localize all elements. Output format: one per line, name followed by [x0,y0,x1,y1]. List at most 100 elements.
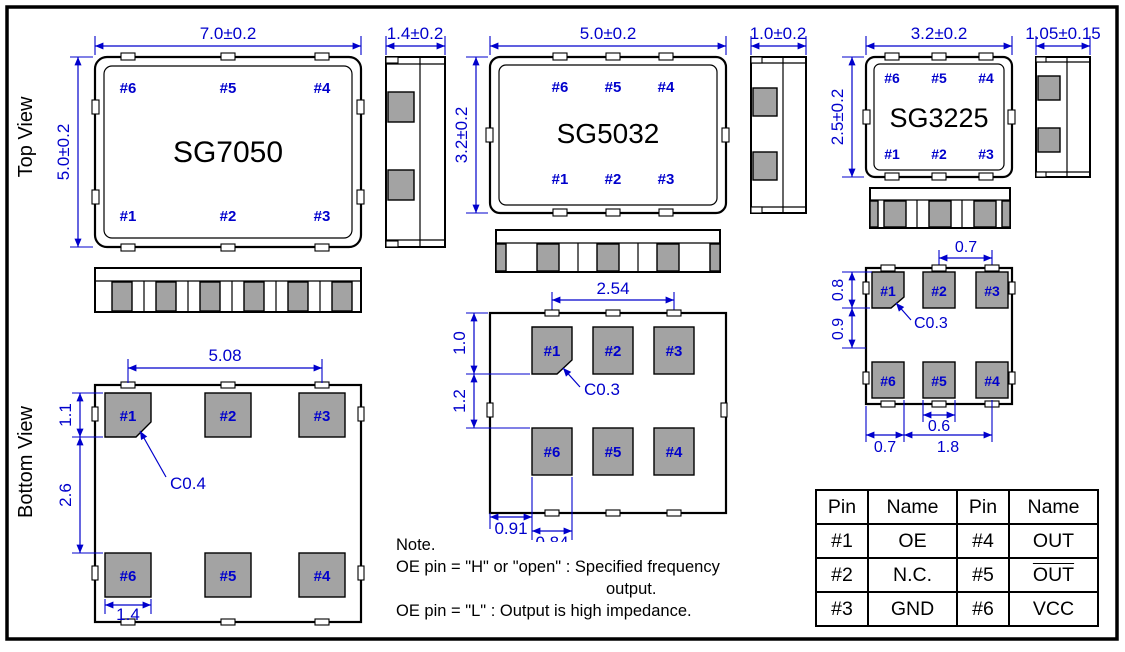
sg5032-pin-4: #4 [658,79,675,96]
table-row: #2 N.C. #5 OUT [815,557,1099,593]
sg5032-pad-label-6: #6 [544,444,561,461]
sg3225-pad-1 [871,271,905,309]
sg5032-thickness-dim-label: 1.0±0.2 [750,24,807,43]
sg7050-pad-pitch-dim: 5.08 [127,346,323,383]
sg5032-pad-pitch-label: 2.54 [596,279,629,298]
sg5032-side-pad [752,87,778,117]
sg3225-top-view: #6 #5 #4 #1 #2 #3 SG3225 3.2±0.2 2.5±0.2 [828,24,1016,181]
sg3225-height-dim: 2.5±0.2 [828,56,864,178]
sg7050-pad-label-3: #3 [314,408,331,425]
sg3225-pad-2 [922,271,956,309]
sg3225-pad-5 [922,361,956,399]
sg5032-pad-label-4: #4 [666,444,683,461]
sg7050-side-body [385,56,446,248]
pin-table-header: Pin [956,489,1010,525]
sg5032-pad-label-1: #1 [544,343,561,360]
sg7050-side-pad [387,169,415,201]
sg5032-bottom-view: 2.54 #1 #2 #3 #6 #5 #4 1.0 [450,279,728,542]
bottom-view-label: Bottom View [15,405,37,517]
sg5032-pad-1 [531,326,573,375]
sg5032-top-view: #6 #5 #4 #1 #2 #3 SG5032 5.0±0.2 3.2±0.2 [452,24,730,217]
sg7050-pad-5 [204,552,252,598]
sg3225-pin-2: #2 [931,146,947,162]
sg7050-pad-label-6: #6 [120,568,137,585]
page-border [5,5,1119,641]
sg3225-bottom-view: 0.7 #1 #2 #3 #6 #5 #4 C0.3 [830,239,1016,456]
sg3225-pad-height-label: 0.8 [830,279,847,301]
sg3225-top-pitch-dim: 0.7 [938,239,993,271]
note: Note. OE pin = "H" or "open" : Specified… [396,534,806,622]
name-cell: OUT [1008,523,1099,559]
sg3225-edge-pads [869,200,1011,228]
sg7050-chamfer-label: C0.4 [170,474,206,493]
sg3225-package-name: SG3225 [889,103,988,133]
sg3225-pin-3: #3 [978,146,994,162]
sg5032-side-view: 1.0±0.2 [750,24,807,214]
sg3225-pad-label-6: #6 [880,373,896,389]
sg3225-thickness-dim-label: 1.05±0.15 [1025,24,1101,43]
sg7050-pin-1: #1 [120,208,137,225]
sg3225-pad-width-label: 0.6 [928,418,950,435]
pin-table-header: Name [867,489,958,525]
sg7050-package-name: SG7050 [173,136,283,169]
name-cell: OE [867,523,958,559]
sg7050-height-dim-label: 5.0±0.2 [54,124,73,181]
sg5032-pad-label-5: #5 [605,444,622,461]
sg7050-bottom-view: #1 #2 #3 #6 #5 #4 5.08 1.1 2.6 C0.4 [56,346,365,626]
sg5032-left-margin-label: 0.91 [494,519,527,538]
sg5032-row-gap-label: 1.2 [450,389,469,413]
pin-cell: #1 [815,523,869,559]
sg5032-chamfer-label: C0.3 [584,380,620,399]
sg7050-pad-label-4: #4 [314,568,331,585]
top-view-label: Top View [15,96,37,177]
sg3225-side-pad [1037,75,1061,101]
sg5032-pad-5 [592,427,634,476]
sg3225-top-pitch-label: 0.7 [955,239,977,256]
name-cell: GND [867,591,958,627]
sg5032-pin-2: #2 [605,171,622,188]
sg3225-row-gap-label: 0.9 [830,318,847,340]
sg3225-edge-notches [862,52,1016,181]
sg7050-pad-1 [104,392,152,438]
sg5032-lid [498,64,718,206]
note-title: Note. [396,536,436,554]
sg5032-pad-pitch-dim: 2.54 [551,279,675,324]
sg5032-pad-4 [653,427,695,476]
sg5032-edge-notches [485,52,730,217]
sg7050-bottom-edge-view [94,267,362,313]
sg3225-pad-6 [871,361,905,399]
sg5032-pad-3 [653,326,695,375]
sg5032-pad-height-dim: 1.0 [450,312,530,375]
sg3225-pad-height-dim: 0.8 [830,271,872,309]
sg7050-top-view: #6 #5 #4 #1 #2 #3 SG7050 7.0±0.2 5.0±0.2 [54,24,365,252]
sg7050-pad-label-1: #1 [120,408,137,425]
sg7050-pad-width-label: 1.4 [116,605,140,624]
sg3225-width-dim-label: 3.2±0.2 [911,24,968,43]
sg7050-row-gap-label: 2.6 [56,483,75,507]
sg5032-pin-1: #1 [552,171,569,188]
sg5032-pin-6: #6 [552,79,569,96]
sg3225-pad-label-2: #2 [931,283,947,299]
sg3225-pad-label-1: #1 [880,283,896,299]
sg7050-pad-label-5: #5 [220,568,237,585]
sg3225-height-dim-label: 2.5±0.2 [828,89,847,146]
sg7050-pad-2 [204,392,252,438]
sg7050-pad-3 [298,392,346,438]
sg7050-width-dim-label: 7.0±0.2 [200,24,257,43]
sg7050-pad-height-dim: 1.1 [56,392,103,438]
sg3225-pad-3 [975,271,1009,309]
sg7050-pad-label-2: #2 [220,408,237,425]
sg3225-pad-label-5: #5 [931,373,947,389]
name-cell: N.C. [867,557,958,593]
sg7050-bottom-notches [91,381,365,626]
sg7050-width-dim: 7.0±0.2 [94,24,362,55]
pin-table-header: Name [1008,489,1099,525]
sg5032-bottom-notches [486,309,728,517]
sg3225-side-view: 1.05±0.15 [1025,24,1101,178]
pin-table-header: Pin [815,489,869,525]
sg3225-pad-label-4: #4 [984,373,1000,389]
sg3225-span-label: 1.8 [937,439,959,456]
sg7050-chamfer-callout: C0.4 [139,430,206,493]
sg3225-bottom-margin-dims: 0.7 1.8 [865,400,993,456]
sg7050-pin-6: #6 [120,80,137,97]
